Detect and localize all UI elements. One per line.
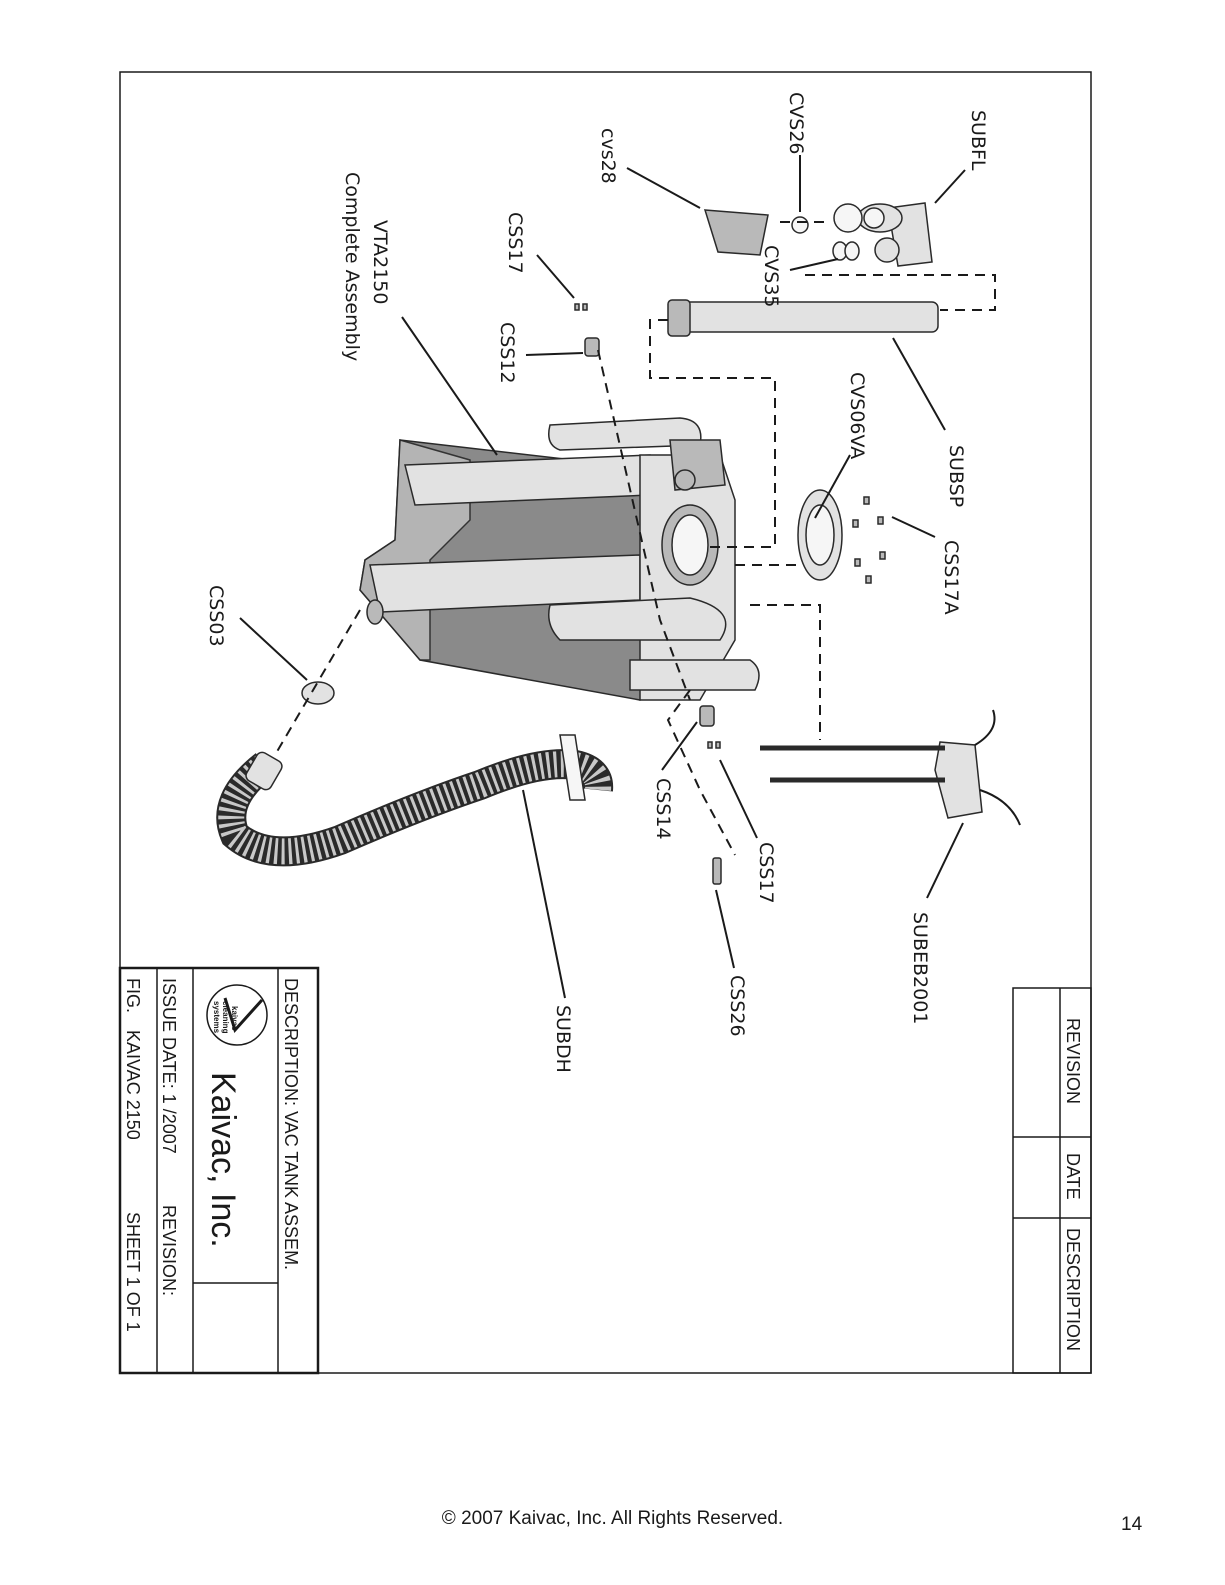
label-complete-assembly: Complete Assembly [341,172,363,361]
kaivac-logo: kaivac cleaning systems [206,984,268,1046]
fig-label: FIG. [123,978,143,1013]
screws-css17a [852,496,886,584]
sheet-number: SHEET 1 OF 1 [123,1212,143,1332]
title-description: DESCRIPTION: VAC TANK ASSEM. [281,978,301,1270]
label-css26: CSS26 [726,975,748,1037]
logo-text-kaivac: kaivac [230,1006,239,1031]
small-fasteners-top [574,303,600,357]
assembly-dashed-lines [274,221,996,856]
revision-col-description: DESCRIPTION [1063,1228,1083,1351]
model-name: KAIVAC 2150 [123,1030,143,1140]
standpipe-part [667,299,939,337]
label-cvs28: cvs28 [597,128,619,184]
footer-copyright: © 2007 Kaivac, Inc. All Rights Reserved. [441,1508,784,1529]
revision-col-date: DATE [1063,1153,1083,1200]
logo-text-systems: systems [212,1001,221,1034]
label-subfl: SUBFL [967,110,989,171]
logo-text-cleaning: cleaning [221,1001,230,1034]
page-number: 14 [1121,1514,1143,1535]
label-css17-bottom: CSS17 [755,842,777,904]
drain-hose-part [216,734,614,867]
revision-field: REVISION: [159,1205,179,1296]
callout-leaders [239,155,966,999]
label-vta2150: VTA2150 [369,220,391,304]
cone-part [703,209,769,256]
label-css17-top: CSS17 [504,212,526,274]
label-css17a: CSS17A [940,540,962,615]
o-rings-part [832,241,860,261]
float-assembly-part [833,202,933,267]
cover-plate-part [797,489,843,581]
issue-date: ISSUE DATE: 1 /2007 [159,978,179,1154]
electrode-bracket-part [760,709,1021,826]
label-cvs26: CVS26 [785,92,807,155]
company-name: Kaivac, Inc. [204,1072,242,1248]
label-subeb2001: SUBEB2001 [909,912,931,1024]
title-block: DESCRIPTION: VAC TANK ASSEM. kaivac clea… [118,966,320,1375]
label-subdh: SUBDH [552,1005,574,1073]
label-css14: CSS14 [652,778,674,840]
revision-block: REVISION DATE DESCRIPTION [1012,987,1092,1374]
label-cvs06va: CVS06VA [846,372,868,459]
vac-tank-body [359,417,760,701]
revision-col-revision: REVISION [1063,1018,1083,1104]
ball-part [791,216,809,234]
label-cvs35: CVS35 [760,245,782,308]
hose-clamp-part [301,681,335,705]
label-subsp: SUBSP [945,445,967,507]
small-fasteners-bottom [699,705,722,885]
label-css03: CSS03 [205,585,227,647]
label-css12: CSS12 [496,322,518,384]
drawing-border [119,71,1092,1374]
